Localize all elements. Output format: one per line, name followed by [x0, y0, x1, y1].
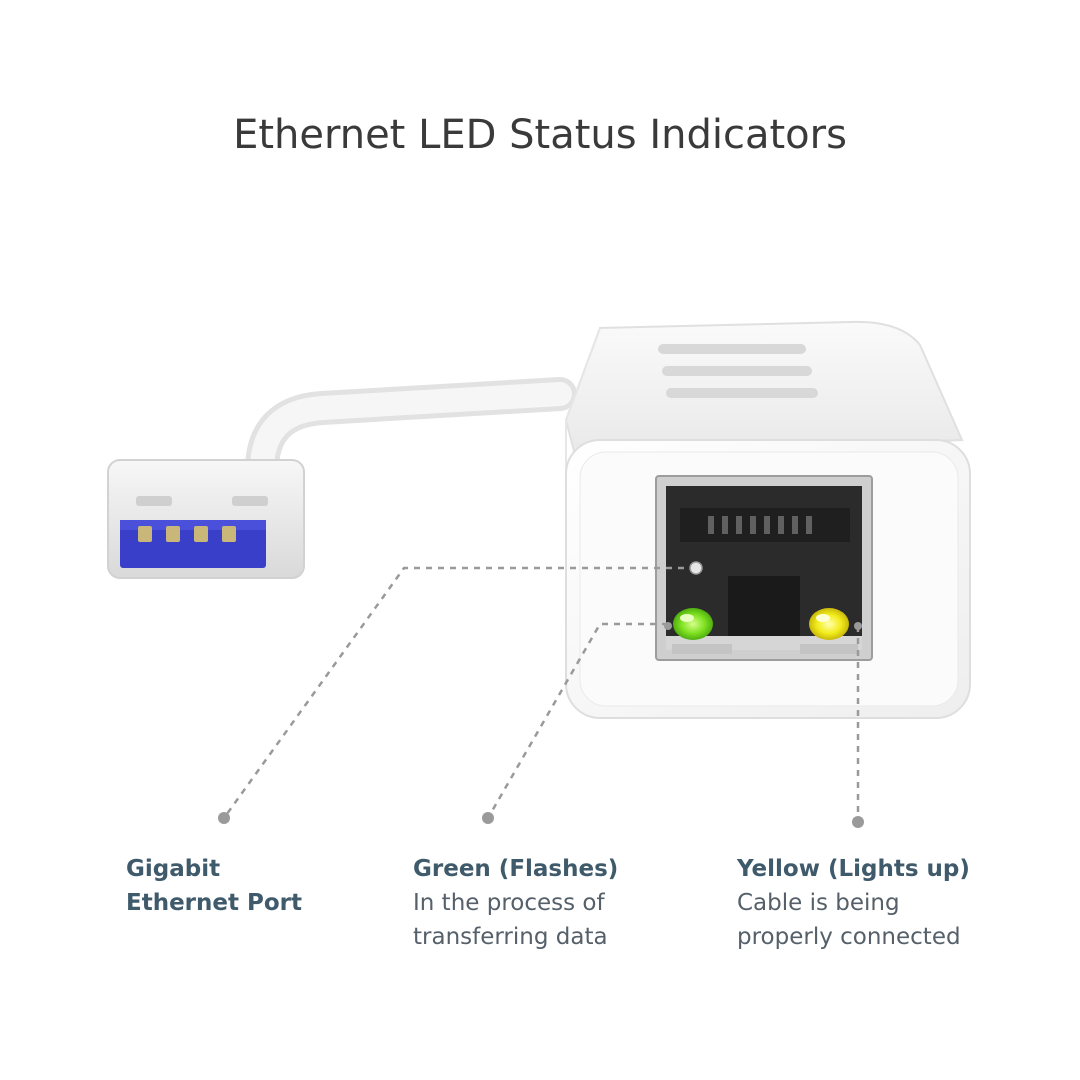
- leader-lines: [222, 566, 860, 819]
- green-led: [673, 608, 713, 640]
- port-label-dot: [218, 812, 230, 824]
- port-leader-dot: [689, 561, 703, 575]
- ethernet-port: [655, 475, 873, 661]
- port-leader-line: [222, 566, 696, 819]
- yellow-callout-desc-2: properly connected: [737, 924, 961, 950]
- yellow-led-dot: [854, 622, 862, 630]
- usb-cable: [245, 377, 577, 487]
- port-callout-heading-2: Ethernet Port: [126, 890, 302, 916]
- yellow-callout-heading: Yellow (Lights up): [737, 856, 970, 882]
- port-callout: Gigabit Ethernet Port: [126, 852, 302, 920]
- green-label-dot: [482, 812, 494, 824]
- green-callout: Green (Flashes) In the process of transf…: [413, 852, 618, 954]
- green-led-dot: [664, 622, 672, 630]
- yellow-callout-desc-1: Cable is being: [737, 890, 900, 916]
- green-callout-desc-2: transferring data: [413, 924, 608, 950]
- port-callout-heading-1: Gigabit: [126, 856, 221, 882]
- green-callout-heading: Green (Flashes): [413, 856, 619, 882]
- yellow-label-dot: [852, 816, 864, 828]
- page-title: Ethernet LED Status Indicators: [233, 112, 847, 158]
- yellow-led: [809, 608, 849, 640]
- green-callout-desc-1: In the process of: [413, 890, 605, 916]
- yellow-callout: Yellow (Lights up) Cable is being proper…: [737, 852, 970, 954]
- green-leader-line: [486, 622, 668, 819]
- usb-connector: [107, 459, 305, 579]
